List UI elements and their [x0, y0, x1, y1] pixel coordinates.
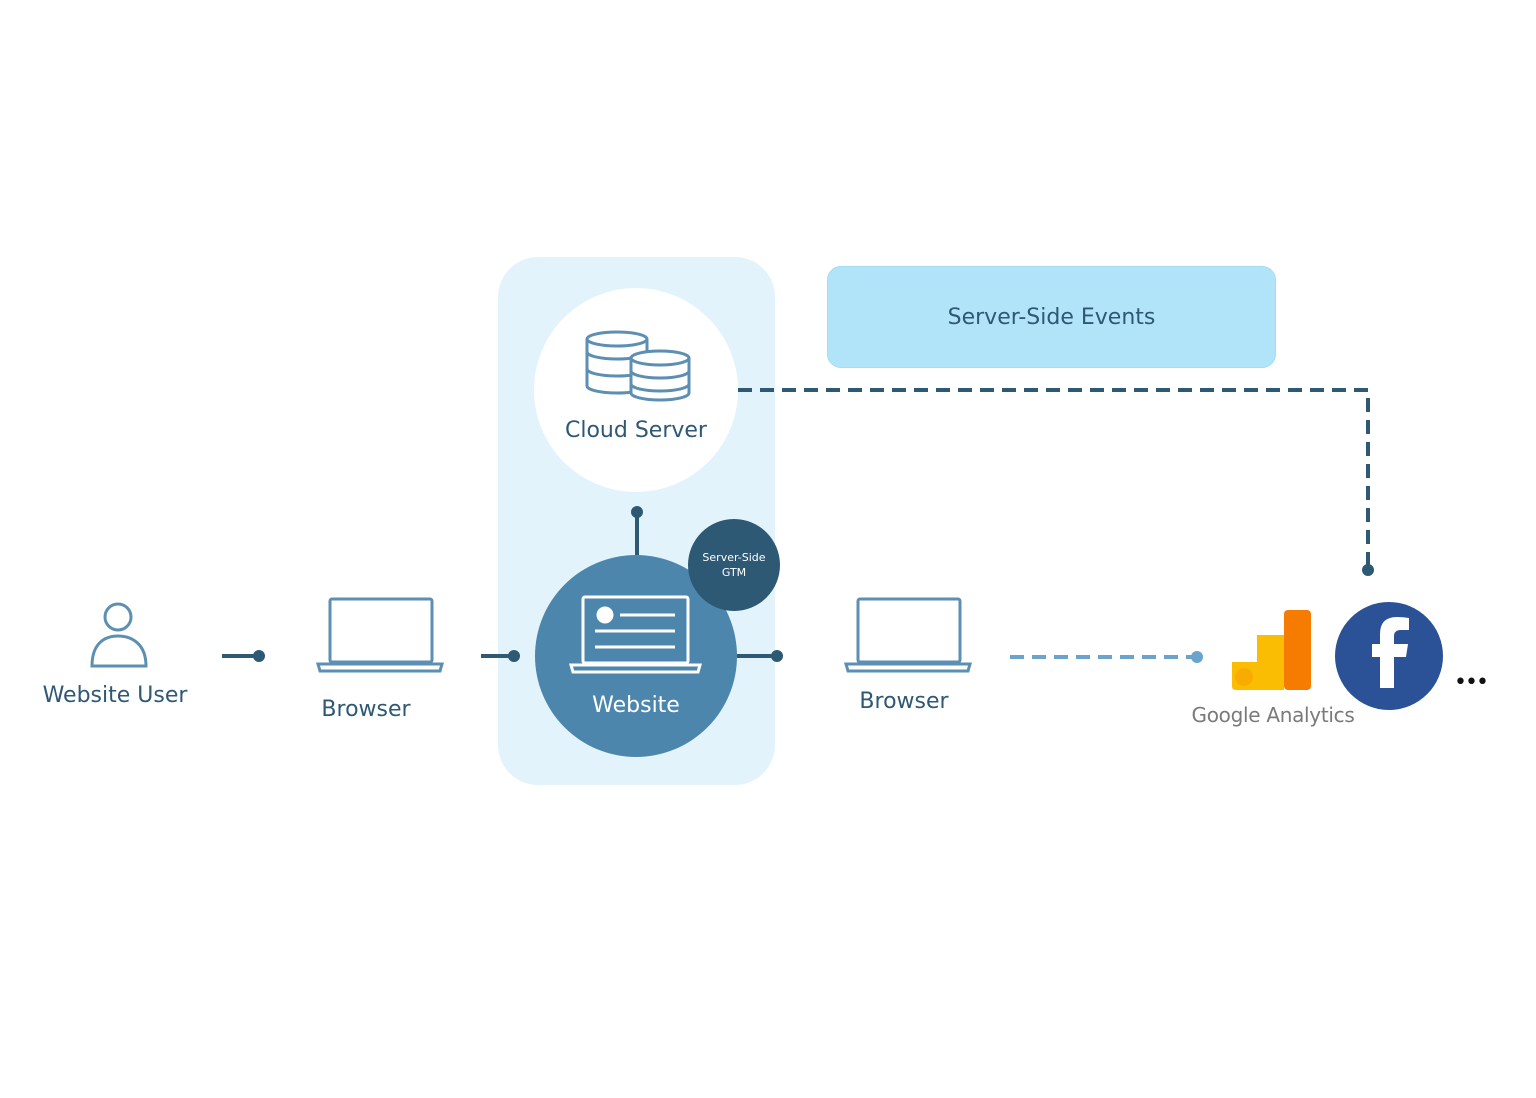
- cloud-server-label: Cloud Server: [565, 418, 707, 443]
- browser-left-label: Browser: [321, 697, 411, 722]
- server-side-gtm-badge: Server-Side GTM: [688, 519, 780, 611]
- laptop-icon: [316, 597, 444, 673]
- facebook-icon: [1372, 617, 1409, 688]
- google-analytics-label: Google Analytics: [1191, 703, 1355, 727]
- more-destinations-ellipsis: •••: [1454, 670, 1489, 695]
- website-label: Website: [592, 693, 680, 718]
- webpage-laptop-icon: [569, 595, 702, 674]
- server-side-events-box: Server-Side Events: [827, 266, 1276, 368]
- laptop-icon: [844, 597, 972, 673]
- google-analytics-icon: [1232, 610, 1311, 690]
- user-icon: [90, 602, 148, 668]
- browser-right-label: Browser: [859, 689, 949, 714]
- connector-user-browser: [222, 650, 265, 662]
- gtm-label-line1: Server-Side: [702, 551, 766, 564]
- connector-browser-website: [481, 650, 520, 662]
- website-user-label: Website User: [42, 683, 188, 708]
- connector-browser-analytics: [1010, 651, 1203, 663]
- database-icon: [585, 330, 691, 402]
- connector-server-events: [738, 388, 1374, 576]
- server-side-events-label: Server-Side Events: [947, 304, 1156, 330]
- connector-website-browser: [737, 650, 783, 662]
- connector-cloud-website: [631, 506, 643, 555]
- gtm-label-line2: GTM: [721, 566, 747, 579]
